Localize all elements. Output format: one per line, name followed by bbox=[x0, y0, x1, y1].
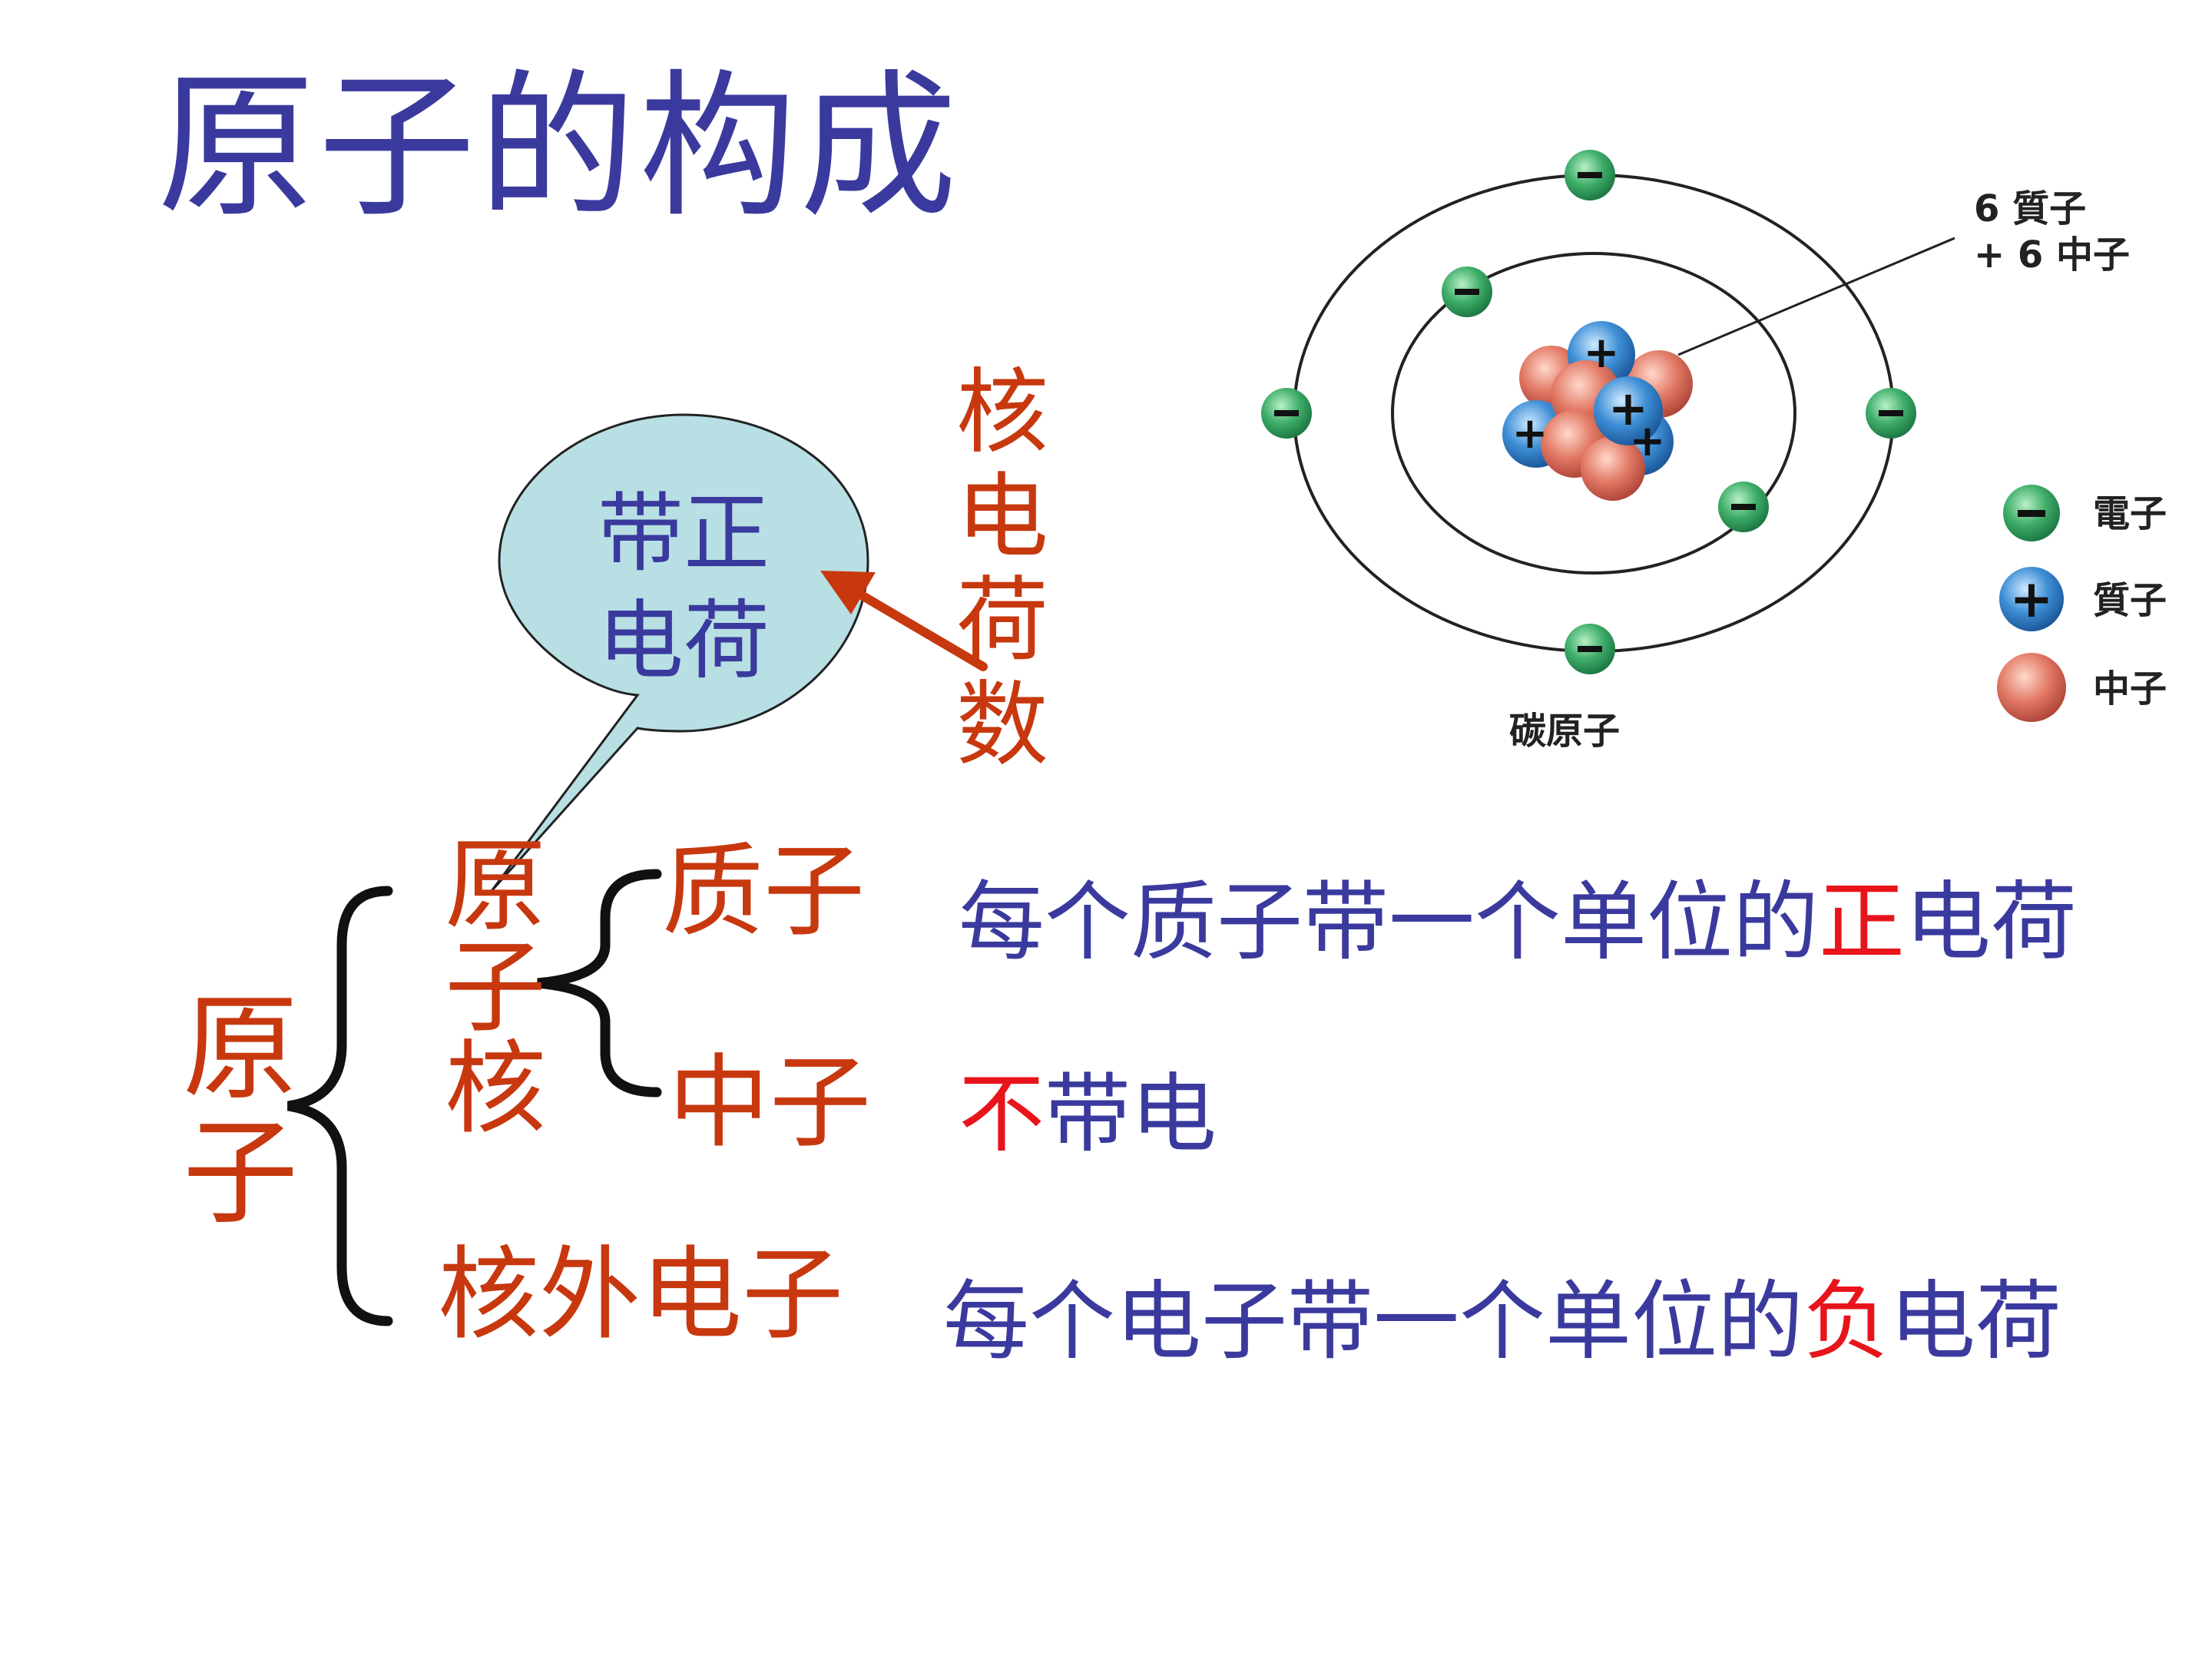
nucleus-label-char: 子 bbox=[445, 929, 546, 1047]
nuclear-charge-char: 荷 bbox=[956, 568, 1048, 675]
proton-label: 质子 bbox=[662, 833, 865, 951]
proton-desc-post: 电荷 bbox=[1905, 873, 2077, 972]
electron-bottom bbox=[1565, 624, 1615, 674]
proton-desc-emphasis: 正 bbox=[1819, 873, 1905, 972]
neutron-label: 中子 bbox=[668, 1044, 871, 1162]
electron-right bbox=[1866, 388, 1916, 439]
nucleus-label-char: 原 bbox=[445, 827, 546, 945]
neutron-description: 不带电 bbox=[959, 1071, 1217, 1157]
neutron-desc-post: 带电 bbox=[1045, 1065, 1217, 1164]
svg-text:+: + bbox=[1608, 380, 1648, 436]
carbon-atom-diagram: + + + + bbox=[1261, 150, 2066, 722]
svg-text:+: + bbox=[1630, 416, 1666, 466]
callout-line-2: 电荷 bbox=[598, 591, 770, 691]
legend-proton-icon: + bbox=[1999, 567, 2064, 631]
electron-label: 核外电子 bbox=[438, 1236, 843, 1354]
neutron-desc-emphasis: 不 bbox=[959, 1065, 1045, 1164]
page-title: 原子的构成 bbox=[157, 56, 960, 239]
electron-desc-pre: 每个电子带一个单位的 bbox=[943, 1272, 1803, 1372]
annotation-line-1: 6 質子 bbox=[1974, 187, 2087, 230]
atom-brace bbox=[286, 886, 393, 1326]
svg-text:+: + bbox=[1512, 409, 1548, 459]
svg-text:+: + bbox=[1584, 328, 1620, 378]
atom-label-char: 原 bbox=[182, 982, 298, 1116]
legend-neutron-icon bbox=[1997, 653, 2066, 722]
electron-desc-emphasis: 负 bbox=[1803, 1272, 1889, 1372]
nucleus: + + + + bbox=[1502, 321, 1693, 501]
electron-desc-post: 电荷 bbox=[1889, 1272, 2061, 1372]
legend-neutron-label: 中子 bbox=[2093, 667, 2167, 710]
nuclear-charge-label: 核 电 荷 数 bbox=[952, 361, 1052, 777]
atom-label: 原 子 bbox=[175, 987, 306, 1236]
proton-desc-pre: 每个质子带一个单位的 bbox=[959, 873, 1819, 972]
atom-label-char: 子 bbox=[182, 1107, 298, 1240]
pointer-arrow bbox=[848, 585, 988, 671]
arrow-head bbox=[820, 571, 876, 614]
annotation-leader bbox=[1677, 237, 1955, 356]
inner-orbit bbox=[1391, 252, 1796, 575]
nucleus-label-char: 核 bbox=[445, 1030, 546, 1148]
nuclear-charge-char: 核 bbox=[956, 359, 1048, 466]
svg-text:+: + bbox=[2010, 569, 2054, 630]
nuclear-charge-char: 数 bbox=[956, 671, 1048, 779]
electron-inner-upper bbox=[1442, 267, 1492, 317]
callout-line-1: 带正 bbox=[598, 484, 770, 584]
electron-top bbox=[1565, 150, 1615, 200]
annotation-line-2: + 6 中子 bbox=[1974, 233, 2131, 276]
electron-description: 每个电子带一个单位的负电荷 bbox=[943, 1279, 2061, 1365]
nucleus-brace bbox=[537, 869, 662, 1098]
legend-proton-label: 質子 bbox=[2093, 579, 2167, 622]
callout-text: 带正 电荷 bbox=[580, 480, 787, 695]
diagram-caption: 碳原子 bbox=[1509, 710, 1621, 753]
legend-electron-icon bbox=[2003, 485, 2060, 541]
proton-description: 每个质子带一个单位的正电荷 bbox=[959, 879, 2077, 965]
electron-inner-lower bbox=[1718, 482, 1769, 532]
nucleus-label: 原 子 核 bbox=[438, 836, 553, 1140]
legend-electron-label: 電子 bbox=[2093, 492, 2167, 535]
nuclear-charge-char: 电 bbox=[956, 463, 1048, 571]
callout-bubble bbox=[490, 413, 869, 892]
electron-left bbox=[1261, 388, 1312, 439]
